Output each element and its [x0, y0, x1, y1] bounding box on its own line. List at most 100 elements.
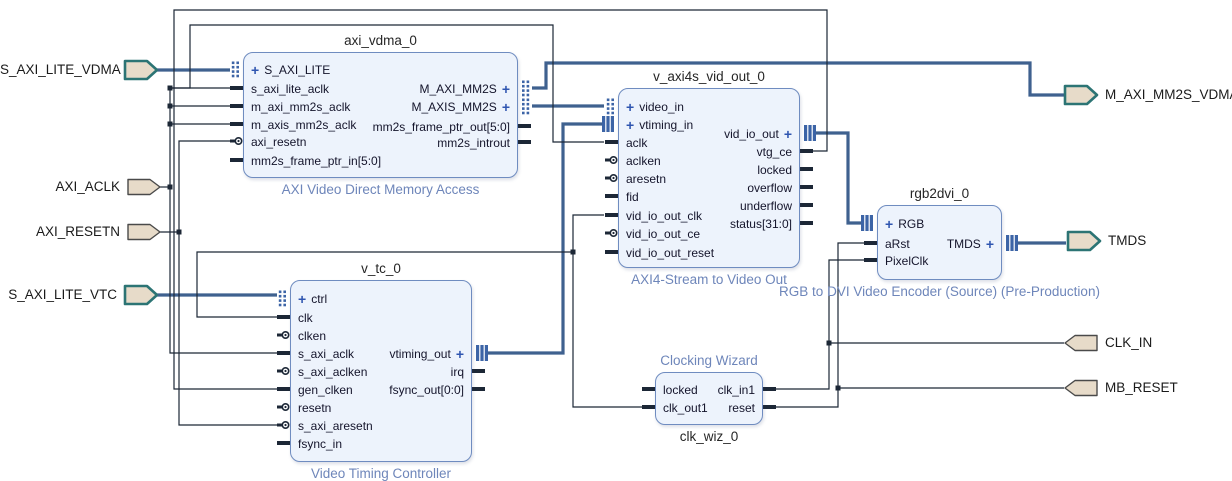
m-axi-mm2s-pin[interactable]: [522, 89, 525, 92]
fsync-out-0-0-pin[interactable]: [472, 387, 485, 391]
signal-wire[interactable]: [170, 24, 604, 143]
overflow-pin[interactable]: [800, 185, 813, 189]
m-axi-mm2s-pin[interactable]: [526, 89, 530, 92]
irq-pin[interactable]: [472, 369, 485, 373]
external-port-axi-resetn[interactable]: [127, 223, 161, 241]
s-axi-lite-pin[interactable]: [231, 70, 235, 73]
m-axis-mm2s-pin[interactable]: [526, 111, 530, 115]
locked-pin[interactable]: [642, 387, 655, 391]
port-vid-io-out-clk[interactable]: vid_io_out_clk: [626, 208, 702, 224]
clk-pin[interactable]: [277, 315, 290, 319]
vtg-ce-pin[interactable]: [800, 149, 813, 153]
reset-pin[interactable]: [763, 405, 776, 409]
signal-wire[interactable]: [169, 87, 277, 354]
port-resetn[interactable]: resetn: [298, 400, 331, 416]
port-clk-in1[interactable]: clk_in1: [718, 382, 755, 398]
port-locked[interactable]: locked: [757, 162, 792, 178]
interface-wire[interactable]: [532, 61, 1064, 97]
vid-io-out-pin[interactable]: [808, 125, 812, 141]
port-arst[interactable]: aRst: [885, 236, 910, 252]
signal-wire[interactable]: [828, 259, 864, 343]
expand-plus-icon[interactable]: +: [251, 62, 260, 78]
interface-wire[interactable]: [486, 122, 604, 355]
port-vid-io-out-reset[interactable]: vid_io_out_reset: [626, 245, 714, 261]
expand-plus-icon[interactable]: +: [626, 99, 635, 115]
port-video-in[interactable]: +video_in: [626, 99, 684, 115]
port-vid-io-out-ce[interactable]: vid_io_out_ce: [626, 226, 700, 242]
port-ctrl[interactable]: +ctrl: [298, 291, 327, 307]
port-locked[interactable]: locked: [663, 382, 698, 398]
port-aclken[interactable]: aclken: [626, 153, 661, 169]
s-axi-lite-aclk-pin[interactable]: [230, 86, 243, 90]
signal-wire[interactable]: [572, 214, 642, 408]
m-axis-mm2s-pin[interactable]: [526, 98, 530, 102]
vid-io-out-clk-pin[interactable]: [605, 213, 618, 217]
expand-plus-icon[interactable]: +: [501, 81, 510, 97]
vtiming-in-pin[interactable]: [602, 116, 606, 132]
rgb-pin[interactable]: [865, 215, 869, 231]
m-axis-mm2s-aclk-pin[interactable]: [230, 122, 243, 126]
m-axis-mm2s-pin[interactable]: [526, 102, 530, 106]
m-axis-mm2s-pin[interactable]: [522, 111, 525, 115]
signal-wire[interactable]: [776, 388, 839, 408]
resetn-pin[interactable]: [284, 405, 287, 409]
port-vid-io-out[interactable]: vid_io_out+: [724, 126, 792, 142]
expand-plus-icon[interactable]: +: [626, 117, 635, 133]
external-port-axi-aclk[interactable]: [127, 178, 161, 196]
fid-pin[interactable]: [605, 194, 618, 198]
port-vtiming-in[interactable]: +vtiming_in: [626, 117, 693, 133]
port-s-axi-aclken[interactable]: s_axi_aclken: [298, 364, 367, 380]
port-overflow[interactable]: overflow: [747, 180, 792, 196]
clken-pin[interactable]: [284, 333, 287, 337]
aclk-pin[interactable]: [605, 140, 618, 144]
aclken-pin[interactable]: [612, 158, 615, 162]
vtiming-in-pin[interactable]: [610, 116, 614, 132]
external-port-m-axi-mm2s-vdma[interactable]: [1063, 84, 1099, 106]
m-axis-mm2s-pin[interactable]: [522, 107, 525, 110]
vid-io-out-ce-pin[interactable]: [612, 231, 615, 235]
video-in-pin[interactable]: [606, 98, 610, 102]
ctrl-pin[interactable]: [278, 299, 282, 302]
status-31-0-pin[interactable]: [800, 221, 813, 225]
video-in-pin[interactable]: [611, 111, 614, 115]
video-in-pin[interactable]: [611, 102, 614, 106]
port-s-axi-aclk[interactable]: s_axi_aclk: [298, 346, 354, 362]
vtiming-out-pin[interactable]: [484, 345, 488, 361]
port-status-31-0[interactable]: status[31:0]: [730, 216, 792, 232]
locked-pin[interactable]: [800, 167, 813, 171]
port-rgb[interactable]: +RGB: [885, 216, 924, 232]
video-in-pin[interactable]: [606, 107, 610, 110]
rgb-pin[interactable]: [861, 215, 865, 231]
arst-pin[interactable]: [864, 241, 877, 245]
mm2s-frame-ptr-in-5-0-pin[interactable]: [230, 158, 243, 162]
port-underflow[interactable]: underflow: [740, 198, 792, 214]
s-axi-aresetn-pin[interactable]: [284, 423, 287, 427]
ctrl-pin[interactable]: [283, 294, 286, 298]
port-gen-clken[interactable]: gen_clken: [298, 382, 353, 398]
external-port-s-axi-lite-vdma[interactable]: [123, 59, 159, 81]
s-axi-lite-pin[interactable]: [236, 70, 239, 73]
port-fid[interactable]: fid: [626, 189, 639, 205]
s-axi-lite-pin[interactable]: [231, 74, 235, 78]
port-clken[interactable]: clken: [298, 328, 326, 344]
signal-wire[interactable]: [178, 140, 277, 426]
m-axis-mm2s-pin[interactable]: [522, 102, 525, 106]
ctrl-pin[interactable]: [278, 303, 282, 307]
ctrl-pin[interactable]: [283, 299, 286, 302]
port-clk[interactable]: clk: [298, 310, 313, 326]
m-axi-mm2s-pin[interactable]: [522, 84, 525, 88]
external-port-clk-in[interactable]: [1064, 334, 1098, 352]
signal-wire[interactable]: [776, 342, 1064, 390]
port-s-axi-aresetn[interactable]: s_axi_aresetn: [298, 418, 373, 434]
port-m-axi-mm2s[interactable]: M_AXI_MM2S+: [419, 81, 510, 97]
m-axis-mm2s-pin[interactable]: [526, 107, 530, 110]
video-in-pin[interactable]: [611, 107, 614, 110]
m-axi-mm2s-pin[interactable]: [522, 93, 525, 97]
s-axi-lite-pin[interactable]: [236, 74, 239, 78]
mm2s-frame-ptr-out-5-0-pin[interactable]: [518, 124, 531, 128]
signal-wire[interactable]: [173, 9, 828, 390]
port-aclk[interactable]: aclk: [626, 135, 647, 151]
port-fsync-in[interactable]: fsync_in: [298, 436, 342, 452]
